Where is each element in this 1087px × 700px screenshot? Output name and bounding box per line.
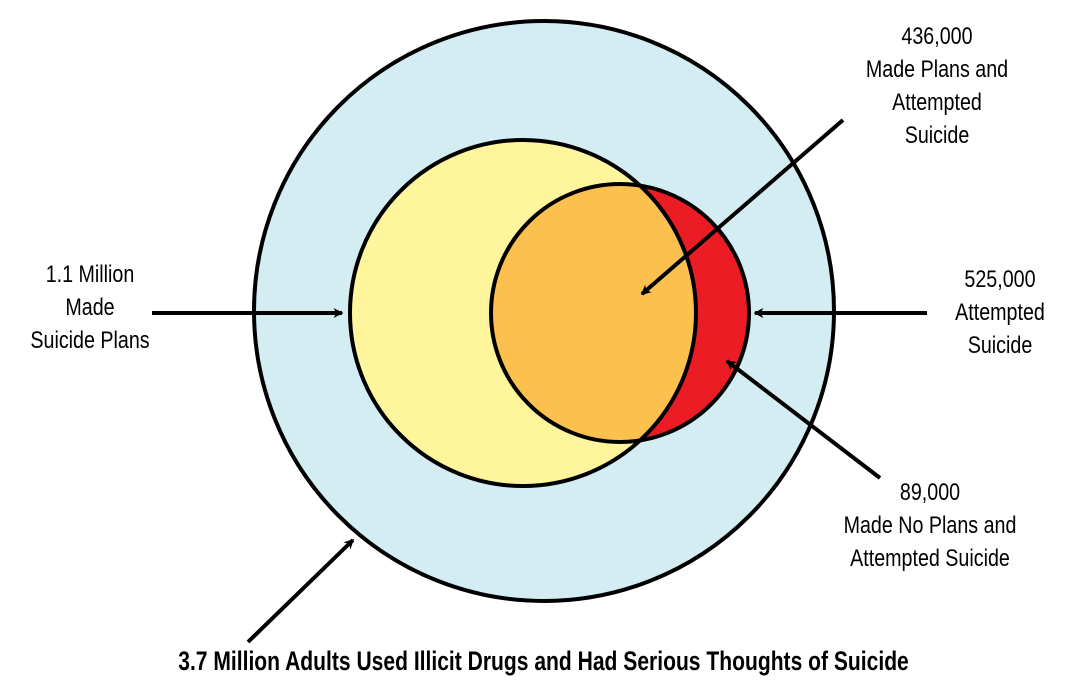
label-line: Suicide (967, 332, 1033, 359)
diagram-title: 3.7 Million Adults Used Illicit Drugs an… (178, 646, 909, 676)
label-line: Attempted (892, 89, 982, 116)
made-plans-outline (348, 138, 698, 488)
arrows (152, 118, 927, 644)
label-value: 525,000 (964, 266, 1036, 293)
label-made-plans: 1.1 Million Made Suicide Plans (15, 258, 166, 357)
attempted-outline (489, 182, 751, 444)
label-value: 436,000 (901, 23, 973, 50)
label-line: Made No Plans and (843, 512, 1017, 539)
label-value: 89,000 (899, 479, 961, 506)
label-plans-and-attempted: 436,000 Made Plans and Attempted Suicide (843, 20, 1032, 152)
arrow-no-plans-icon (725, 359, 882, 480)
label-line: Suicide (904, 122, 970, 149)
label-line: Attempted Suicide (850, 545, 1010, 572)
arrow-overlap-icon (640, 118, 845, 296)
label-line: Suicide Plans (30, 327, 150, 354)
label-attempted: 525,000 Attempted Suicide (934, 263, 1065, 362)
arrow-outer-icon (246, 538, 355, 644)
label-line: Made (65, 294, 115, 321)
label-no-plans-attempted: 89,000 Made No Plans and Attempted Suici… (823, 476, 1036, 575)
label-value: 1.1 Million (45, 261, 135, 288)
overlap-region (490, 183, 696, 443)
label-line: Made Plans and (865, 56, 1009, 83)
label-line: Attempted (955, 299, 1045, 326)
